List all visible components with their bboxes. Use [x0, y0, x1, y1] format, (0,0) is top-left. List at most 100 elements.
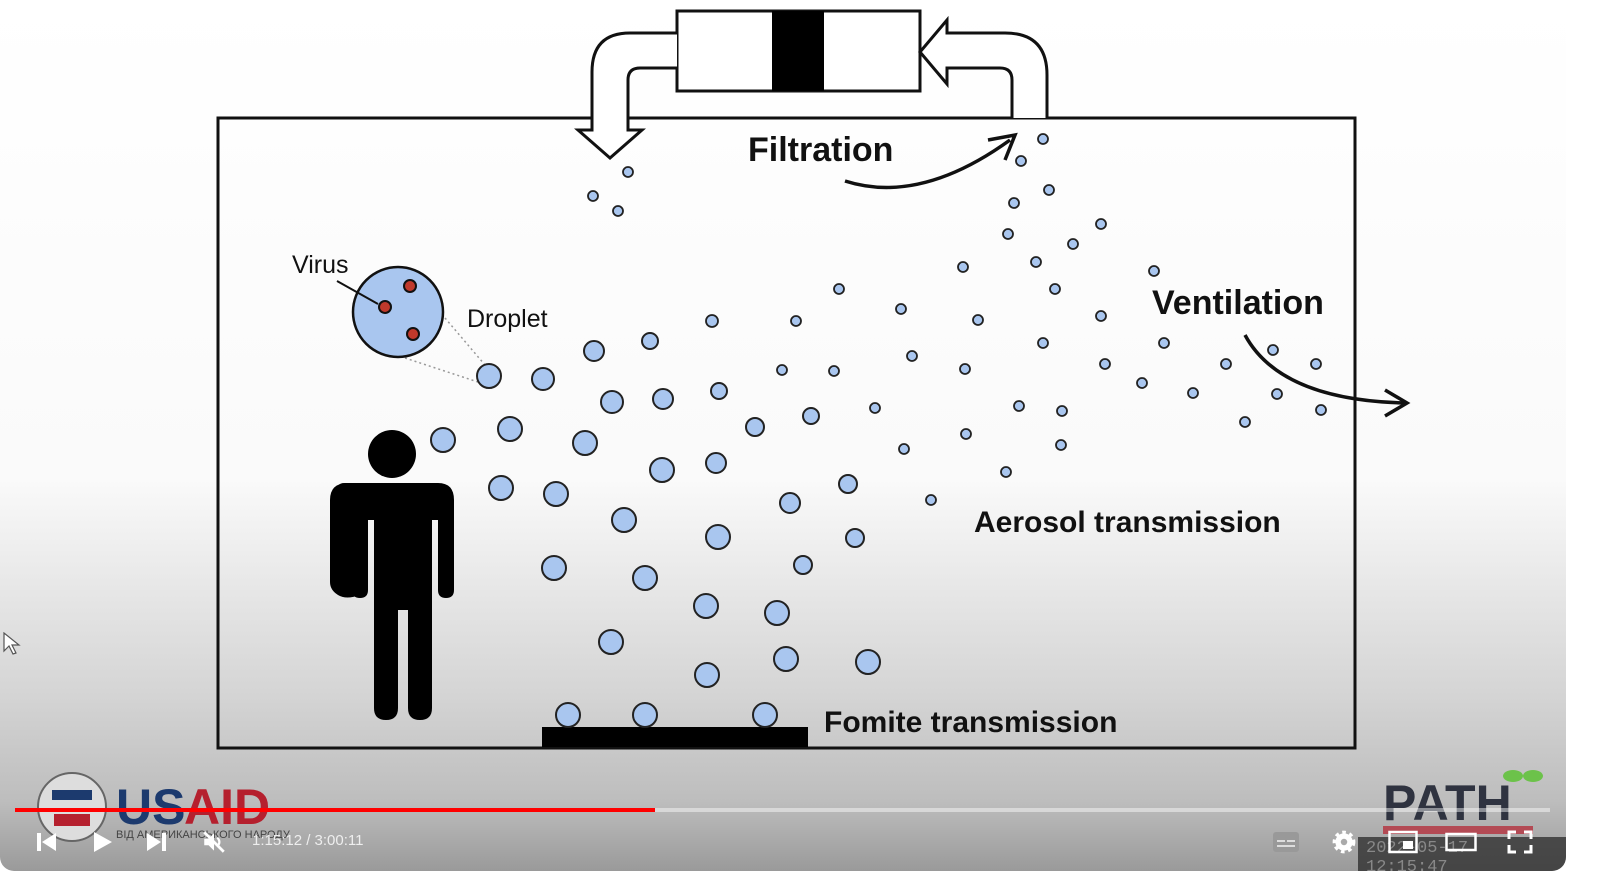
label-ventilation: Ventilation — [1152, 284, 1324, 322]
subtitles-button[interactable] — [1271, 826, 1301, 858]
path-logo: PATH — [1383, 770, 1543, 834]
aerosol-particle — [1055, 439, 1067, 451]
progress-played — [15, 808, 656, 812]
aerosol-particle — [1136, 377, 1148, 389]
droplet — [598, 629, 624, 655]
aerosol-particle — [1000, 466, 1012, 478]
play-button[interactable] — [88, 826, 116, 858]
droplet — [705, 452, 727, 474]
droplet — [705, 524, 731, 550]
fullscreen-button[interactable] — [1503, 826, 1537, 858]
person-icon — [330, 430, 454, 720]
mute-button[interactable] — [199, 826, 229, 858]
aerosol-particle — [906, 350, 918, 362]
droplet — [838, 474, 858, 494]
theater-mode-button[interactable] — [1444, 826, 1478, 858]
mouse-cursor-icon — [3, 632, 21, 655]
svg-text:PATH: PATH — [1383, 775, 1512, 831]
droplet — [600, 390, 624, 414]
label-fomite: Fomite transmission — [824, 706, 1117, 739]
aerosol-particle — [587, 190, 599, 202]
aerosol-particle — [790, 315, 802, 327]
next-button[interactable] — [143, 826, 171, 858]
aerosol-particle — [959, 363, 971, 375]
aerosol-particle — [925, 494, 937, 506]
droplet — [531, 367, 555, 391]
volume-muted-icon — [203, 831, 225, 853]
aerosol-particle — [833, 283, 845, 295]
droplet — [583, 340, 605, 362]
filter-element — [772, 11, 824, 91]
droplet — [694, 662, 720, 688]
gear-icon — [1332, 830, 1356, 854]
play-icon — [94, 832, 112, 852]
svg-text:US: US — [116, 779, 185, 835]
usaid-logo: US AID ВІД АМЕРИКАНСЬКОГО НАРОДУ — [37, 772, 291, 842]
filtration-arrow — [844, 138, 1012, 190]
droplet-closeup — [351, 265, 445, 359]
aerosol-particle — [828, 365, 840, 377]
droplet — [488, 475, 514, 501]
droplet — [693, 593, 719, 619]
aerosol-particle — [705, 314, 719, 328]
aerosol-particle — [1013, 400, 1025, 412]
droplet — [632, 702, 658, 728]
aerosol-particle — [1037, 337, 1049, 349]
previous-button[interactable] — [32, 826, 60, 858]
droplet — [632, 565, 658, 591]
room-outline — [216, 116, 1357, 750]
settings-button[interactable] — [1328, 826, 1360, 858]
aerosol-particle — [1056, 405, 1068, 417]
miniplayer-button[interactable] — [1386, 826, 1420, 858]
aerosol-particle — [957, 261, 969, 273]
droplets-group — [430, 133, 1327, 728]
droplet — [611, 507, 637, 533]
skip-previous-icon — [37, 833, 56, 851]
aerosol-particle — [1315, 404, 1327, 416]
aerosol-particle — [1002, 228, 1014, 240]
aerosol-particle — [1310, 358, 1322, 370]
aerosol-particle — [972, 314, 984, 326]
droplet — [497, 416, 523, 442]
video-player[interactable]: Filtration Ventilation Virus Droplet Aer… — [0, 0, 1566, 871]
fullscreen-icon — [1507, 830, 1533, 854]
filter-inlet-arrow — [918, 15, 1049, 118]
droplet — [652, 388, 674, 410]
usaid-tagline: ВІД АМЕРИКАНСЬКОГО НАРОДУ — [116, 829, 291, 841]
droplet — [779, 492, 801, 514]
aerosol-particle — [1095, 310, 1107, 322]
miniplayer-icon — [1388, 830, 1418, 854]
droplet — [710, 382, 728, 400]
label-droplet: Droplet — [467, 305, 548, 333]
aerosol-particle — [1267, 344, 1279, 356]
progress-bar[interactable] — [15, 808, 1550, 812]
label-virus: Virus — [292, 251, 349, 279]
label-filtration: Filtration — [748, 131, 893, 169]
time-display: 1:15:12 / 3:00:11 — [252, 832, 364, 849]
aerosol-particle — [869, 402, 881, 414]
aerosol-particle — [1148, 265, 1160, 277]
droplet — [555, 702, 581, 728]
transmission-diagram: Filtration Ventilation Virus Droplet Aer… — [216, 9, 1411, 750]
droplet — [476, 363, 502, 389]
fomite-surface — [542, 727, 808, 747]
droplet — [572, 430, 598, 456]
aerosol-particle — [1271, 388, 1283, 400]
aerosol-particle — [1220, 358, 1232, 370]
aerosol-particle — [776, 364, 788, 376]
droplet — [541, 555, 567, 581]
droplet — [855, 649, 881, 675]
svg-text:AID: AID — [184, 779, 270, 835]
droplet — [793, 555, 813, 575]
droplet — [802, 407, 820, 425]
droplet — [641, 332, 659, 350]
aerosol-particle — [1239, 416, 1251, 428]
aerosol-particle — [1049, 283, 1061, 295]
aerosol-particle — [1158, 337, 1170, 349]
filter-outlet-arrow — [574, 31, 677, 160]
aerosol-particle — [1187, 387, 1199, 399]
droplet — [752, 702, 778, 728]
droplet — [649, 457, 675, 483]
aerosol-particle — [1043, 184, 1055, 196]
subtitles-icon — [1273, 832, 1299, 852]
